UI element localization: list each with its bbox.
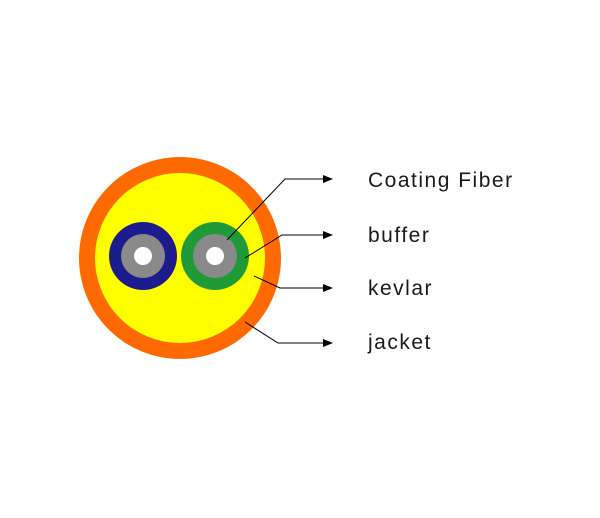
component-labels: Coating Fiber buffer kevlar jacket — [367, 169, 514, 354]
left-fiber-core — [134, 247, 152, 265]
label-buffer: buffer — [368, 224, 430, 247]
label-jacket: jacket — [367, 331, 432, 354]
kevlar-layer — [95, 173, 265, 343]
label-coating-fiber: Coating Fiber — [368, 169, 514, 192]
label-kevlar: kevlar — [368, 277, 433, 300]
right-fiber-core — [206, 247, 224, 265]
left-fiber-unit — [109, 222, 177, 290]
leader-jacket — [244, 321, 333, 347]
leader-kevlar — [253, 275, 333, 292]
cable-cross-section — [79, 157, 281, 359]
leader-lines — [226, 175, 333, 347]
leader-buffer — [244, 231, 333, 259]
leader-coating-fiber — [226, 175, 333, 241]
right-fiber-unit — [181, 222, 249, 290]
